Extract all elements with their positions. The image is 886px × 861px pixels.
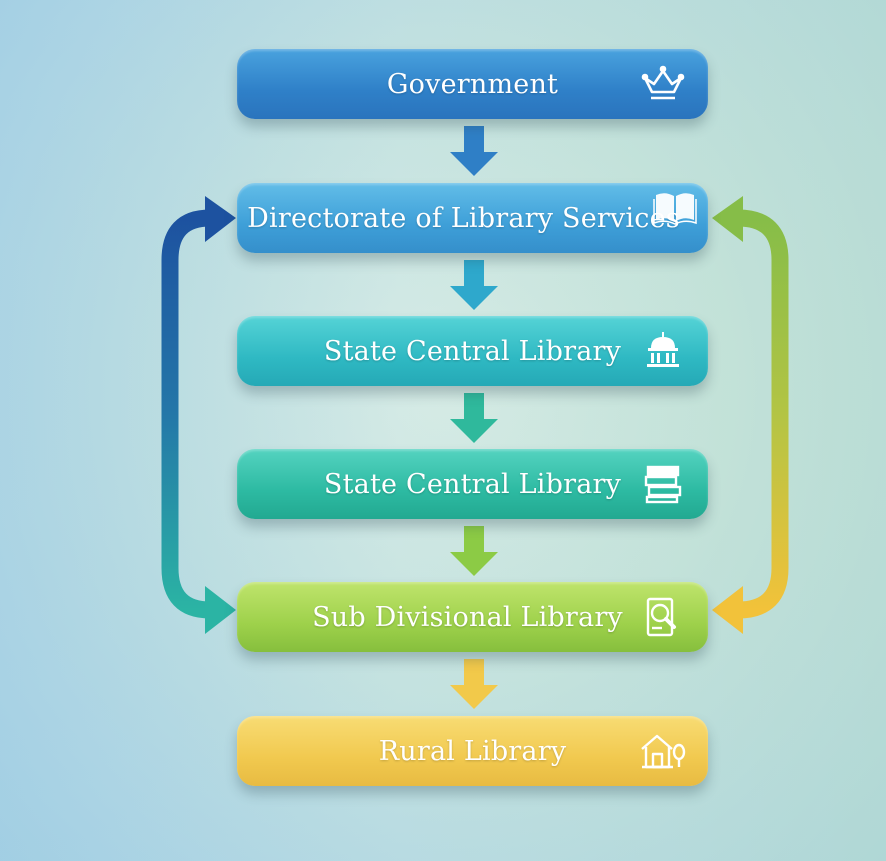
node-state-central-library-2: State Central Library: [237, 449, 708, 519]
node-sub-divisional-library: Sub Divisional Library: [237, 582, 708, 652]
down-arrow-5: [450, 659, 498, 709]
right-feedback-arrow: [712, 196, 789, 634]
open-book-icon: [653, 193, 697, 225]
left-feedback-arrow: [161, 196, 236, 634]
crown-icon: [641, 65, 685, 100]
down-arrow-3: [450, 393, 498, 443]
building-dome-icon: [647, 332, 679, 367]
node-directorate: Directorate of Library Services: [237, 183, 708, 253]
down-arrow-4: [450, 526, 498, 576]
down-arrow-2: [450, 260, 498, 310]
node-label: State Central Library: [323, 335, 622, 367]
node-label: Government: [386, 68, 559, 100]
node-rural-library: Rural Library: [237, 716, 708, 786]
node-label: State Central Library: [323, 468, 622, 500]
books-stack-icon: [644, 465, 682, 504]
node-label: Directorate of Library Services: [247, 202, 680, 234]
document-search-icon: [646, 597, 676, 637]
house-tree-icon: [641, 734, 686, 769]
node-government: Government: [237, 49, 708, 119]
node-label: Sub Divisional Library: [312, 601, 623, 633]
node-label: Rural Library: [378, 735, 567, 767]
down-arrow-1: [450, 126, 498, 176]
node-state-central-library-1: State Central Library: [237, 316, 708, 386]
